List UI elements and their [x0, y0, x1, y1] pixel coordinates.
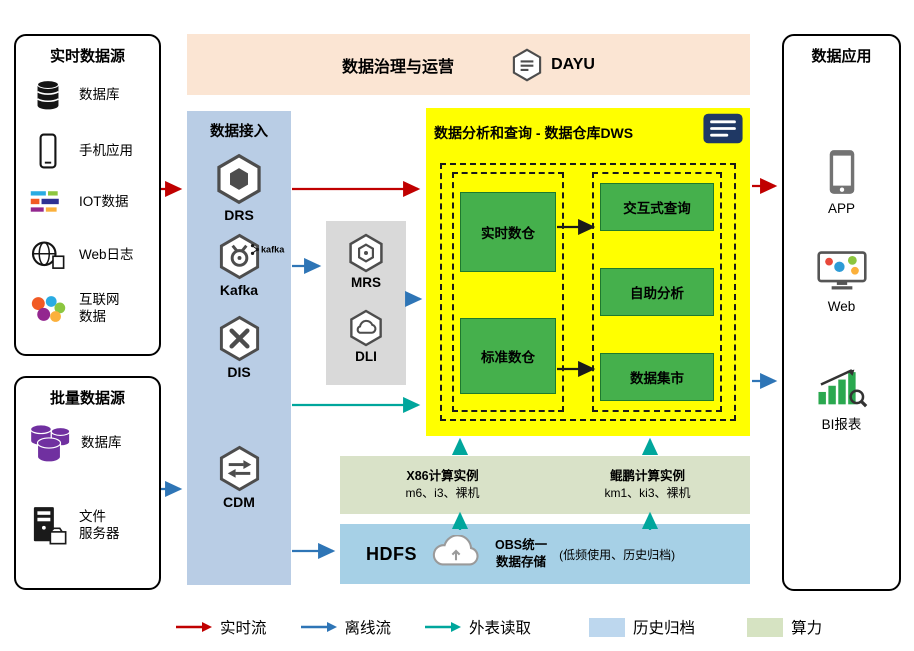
app-item-bi: BI报表: [784, 366, 899, 433]
kunpeng-subtitle: km1、ki3、裸机: [604, 486, 691, 501]
ingest-title: 数据接入: [210, 124, 268, 140]
app-item-web: Web: [784, 250, 899, 314]
source-item-label: Web日志: [79, 246, 134, 262]
source-item-batch-database: 数据库: [26, 422, 155, 464]
app-item-label: BI报表: [821, 417, 862, 432]
blue-arrow-icon: [300, 622, 337, 632]
ingest-item-label: Kafka: [219, 282, 259, 298]
legend-realtime-flow: 实时流: [176, 616, 267, 638]
legend-compute-power: 算力: [747, 616, 822, 638]
governance-banner: 数据治理与运营 DAYU: [187, 34, 750, 95]
ingest-item-label: CDM: [223, 494, 255, 510]
node-data-mart: 数据集市: [600, 353, 714, 401]
x86-title: X86计算实例: [406, 469, 479, 484]
kunpeng-title: 鲲鹏计算实例: [609, 469, 685, 484]
ingest-item-kafka: Kafka: [187, 233, 291, 298]
legend: 实时流 离线流 外表读取 历史归档 算力: [176, 612, 822, 642]
app-item-label: Web: [827, 299, 856, 314]
node-self-service-analysis: 自助分析: [600, 268, 714, 316]
dli-hexagon-icon: [350, 309, 382, 347]
source-item-mobile: 手机应用: [26, 133, 155, 169]
ingest-item-drs: DRS: [187, 153, 291, 223]
purple-database-icon: [26, 422, 72, 464]
document-icon: [702, 112, 744, 150]
web-monitor-icon: [816, 251, 867, 290]
obs-storage-label: OBS统一 数据存储: [495, 538, 548, 569]
x86-subtitle: m6、i3、裸机: [405, 486, 480, 501]
web-log-icon: [26, 240, 70, 270]
source-item-iot: IOT数据: [26, 188, 155, 216]
obs-cloud-icon: [429, 533, 483, 574]
ingest-item-cdm: CDM: [187, 445, 291, 510]
archive-swatch: [589, 617, 626, 637]
node-standard-warehouse: 标准数仓: [460, 318, 556, 394]
app-item-label: APP: [827, 201, 855, 216]
dis-hexagon-icon: [219, 315, 259, 362]
file-server-icon: [26, 506, 70, 546]
dws-warehouse-box: 数据分析和查询 - 数据仓库DWS 实时数仓 标准数仓 交互式查询 自助分析 数…: [426, 108, 750, 436]
data-applications-panel: 数据应用 APP Web: [782, 34, 901, 591]
hdfs-obs-storage-strip: HDFS OBS统一 数据存储 (低频使用、历史归档): [340, 524, 750, 584]
ingest-item-label: DIS: [227, 364, 251, 380]
cdm-hexagon-icon: [219, 445, 259, 492]
mobile-app-icon: [26, 133, 70, 169]
ingest-item-label: DRS: [224, 207, 254, 223]
source-item-database: 数据库: [26, 78, 155, 112]
source-item-label: 手机应用: [79, 142, 133, 158]
realtime-sources-title: 实时数据源: [49, 48, 125, 65]
app-item-app: APP: [784, 148, 899, 216]
kunpeng-compute: 鲲鹏计算实例 km1、ki3、裸机: [545, 456, 750, 514]
iot-icon: [26, 188, 70, 216]
source-item-label: 数据库: [81, 434, 122, 450]
source-item-label: 数据库: [79, 86, 120, 102]
teal-arrow-icon: [425, 622, 462, 632]
source-item-label: 文件 服务器: [79, 509, 120, 541]
drs-hexagon-icon: [217, 154, 261, 204]
node-realtime-warehouse: 实时数仓: [460, 192, 556, 272]
applications-title: 数据应用: [811, 48, 872, 65]
ingest-item-dis: DIS: [187, 315, 291, 380]
dayu-logo-text: DAYU: [551, 55, 595, 73]
dws-title: 数据分析和查询 - 数据仓库DWS: [434, 125, 634, 141]
legend-external-read: 外表读取: [425, 616, 531, 638]
batch-sources-panel: 批量数据源 数据库: [14, 376, 161, 590]
compute-instances-strip: X86计算实例 m6、i3、裸机 鲲鹏计算实例 km1、ki3、裸机: [340, 456, 750, 514]
svg-text:kafka: kafka: [261, 245, 285, 255]
governance-title: 数据治理与运营: [342, 58, 455, 76]
bi-report-icon: [817, 369, 867, 408]
source-item-label: 互联网 数据: [79, 292, 120, 324]
dayu-logo: DAYU: [510, 48, 595, 82]
dws-services-dashed-frame: [592, 172, 722, 412]
kafka-wordmark: kafka: [249, 242, 287, 262]
node-interactive-query: 交互式查询: [600, 183, 714, 231]
mrs-label: MRS: [351, 275, 381, 290]
compute-swatch: [747, 617, 784, 637]
realtime-sources-panel: 实时数据源 数据库 手机应用: [14, 34, 161, 356]
database-icon: [26, 78, 70, 112]
kafka-hexagon-icon: [219, 233, 259, 280]
source-item-file-server: 文件 服务器: [26, 506, 155, 546]
mrs-item: MRS: [326, 233, 406, 290]
legend-offline-flow: 离线流: [300, 616, 391, 638]
mrs-dli-box: MRS DLI: [326, 221, 406, 385]
dli-item: DLI: [326, 309, 406, 364]
storage-note: (低频使用、历史归档): [559, 547, 676, 562]
dayu-hexagon-icon: [512, 48, 542, 81]
internet-data-icon: [26, 295, 70, 323]
dws-warehouse-dashed-frame: [452, 172, 564, 412]
dli-label: DLI: [355, 349, 377, 364]
legend-history-archive: 历史归档: [589, 616, 695, 638]
source-item-internet: 互联网 数据: [26, 292, 155, 326]
data-ingest-column: 数据接入 DRS Kafka kafka: [187, 111, 291, 585]
app-phone-icon: [829, 150, 854, 194]
source-item-label: IOT数据: [79, 193, 129, 209]
source-item-weblog: Web日志: [26, 240, 155, 270]
batch-sources-title: 批量数据源: [49, 390, 125, 407]
red-arrow-icon: [176, 622, 212, 632]
x86-compute: X86计算实例 m6、i3、裸机: [340, 456, 545, 514]
hdfs-label: HDFS: [366, 543, 417, 564]
dws-outer-dashed-frame: [440, 163, 736, 421]
mrs-hexagon-icon: [349, 233, 383, 273]
